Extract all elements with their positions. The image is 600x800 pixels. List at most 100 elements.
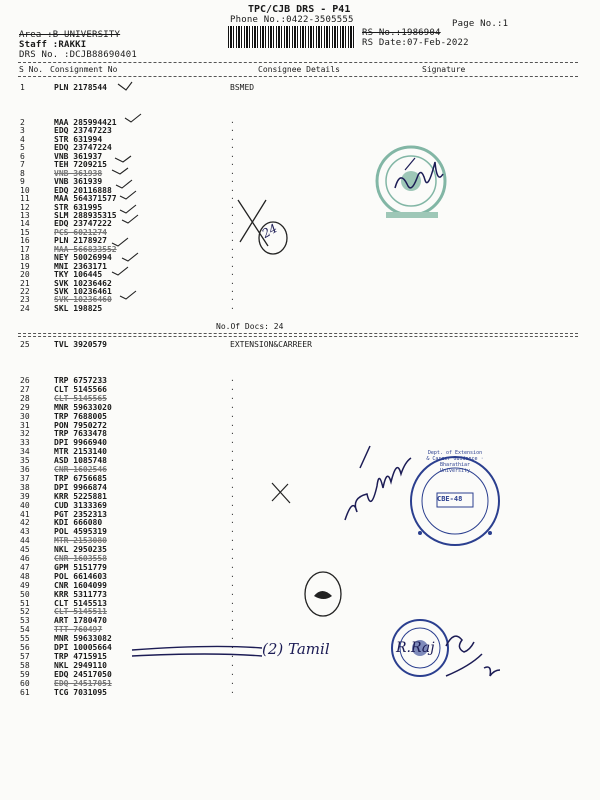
- row-sno: 54: [20, 625, 30, 635]
- consignee-dot: ·: [230, 270, 235, 280]
- row-sno: 13: [20, 210, 30, 220]
- row-sno: 59: [20, 669, 30, 679]
- consignee-dot: ·: [230, 194, 235, 204]
- row-sno: 56: [20, 643, 30, 652]
- area-label: Area :B UNIVERSITY: [19, 30, 121, 40]
- row-sno: 15: [20, 227, 30, 237]
- consignee-dot: ·: [230, 227, 235, 237]
- consignee-dot: ·: [230, 660, 235, 670]
- row-sno: 52: [20, 607, 30, 617]
- consignee-dot: ·: [230, 411, 235, 421]
- consignee-bsmed: BSMED: [230, 83, 255, 92]
- consignee-dot: ·: [230, 456, 235, 466]
- row-sno: 10: [20, 185, 30, 195]
- row-consignment: CLT 5145566: [54, 384, 107, 394]
- row-consignment: TVL 3920579: [54, 340, 107, 349]
- consignee-dot: ·: [230, 580, 235, 590]
- row-sno: 4: [20, 134, 25, 144]
- barcode: [228, 26, 356, 48]
- row-sno: 35: [20, 456, 30, 466]
- row-consignment: DPI 10005664: [54, 643, 112, 652]
- consignee-dot: ·: [230, 168, 235, 178]
- row-sno: 27: [20, 384, 30, 394]
- row-sno: 44: [20, 536, 30, 546]
- consignee-dot: ·: [230, 465, 235, 474]
- row-sno: 9: [20, 177, 25, 187]
- circled-mark-bottom: [304, 571, 342, 617]
- row-sno: 42: [20, 518, 30, 528]
- row-consignment: CLT 5145511: [54, 607, 107, 617]
- col-consignment: Consignment No: [50, 65, 118, 74]
- stamp-center-label: CBE-48: [437, 495, 463, 503]
- row-sno: 57: [20, 651, 30, 661]
- row-consignment: KRR 5311773: [54, 589, 107, 599]
- row-consignment: MAA 564371577: [54, 194, 117, 204]
- table-row: 35 ASD 1085748: [0, 456, 600, 465]
- row-consignment: KRR 5225881: [54, 491, 107, 501]
- row-consignment: MNR 59633020: [54, 402, 112, 412]
- consignee-dot: ·: [230, 527, 235, 537]
- row-consignment: EDQ 23747223: [54, 126, 112, 136]
- consignee-dot: ·: [230, 678, 235, 688]
- consignee-dot: ·: [230, 151, 235, 161]
- consignee-dot: ·: [230, 384, 235, 394]
- row-consignment: VNB 361937: [54, 151, 103, 161]
- row-consignment: PLN 2178544: [54, 83, 107, 92]
- row-consignment: MAA 566833552: [54, 244, 117, 254]
- row-consignment: TRP 7633478: [54, 429, 107, 439]
- circled-number-24: [258, 221, 288, 255]
- consignee-dot: ·: [230, 598, 235, 608]
- row-consignment: POL 6614603: [54, 571, 107, 581]
- col-signature: Signature: [422, 65, 466, 74]
- row-consignment: MNI 2363171: [54, 261, 107, 271]
- row-sno: 40: [20, 500, 30, 510]
- university-seal-stamp: [375, 145, 447, 218]
- row-sno: 8: [20, 168, 25, 178]
- row-sno: 23: [20, 295, 30, 305]
- consignee-dot: ·: [230, 482, 235, 492]
- row-sno: 31: [20, 420, 30, 430]
- consignee-dot: ·: [230, 473, 235, 483]
- consignee-dot: ·: [230, 616, 235, 626]
- row-consignment: POL 4595319: [54, 527, 107, 537]
- department-stamp: [410, 456, 500, 546]
- row-consignment: TKY 106445: [54, 270, 103, 280]
- consignee-dot: ·: [230, 376, 235, 385]
- staff-label: Staff :RAKKI: [19, 40, 87, 50]
- consignee-extension: EXTENSION&CARREER: [230, 340, 312, 349]
- row-consignment: STR 631995: [54, 202, 103, 212]
- consignee-dot: ·: [230, 244, 235, 254]
- col-consignee: Consignee Details: [258, 65, 340, 74]
- consignee-dot: ·: [230, 177, 235, 187]
- row-consignment: ASD 1085748: [54, 456, 107, 466]
- consignee-dot: ·: [230, 278, 235, 288]
- row-consignment: ART 1780470: [54, 616, 107, 626]
- row-consignment: SVK 10236462: [54, 278, 112, 288]
- consignee-dot: ·: [230, 118, 235, 127]
- row-consignment: TRP 6756685: [54, 473, 107, 483]
- consignee-dot: ·: [230, 536, 235, 546]
- consignee-dot: ·: [230, 500, 235, 510]
- consignee-dot: ·: [230, 634, 235, 644]
